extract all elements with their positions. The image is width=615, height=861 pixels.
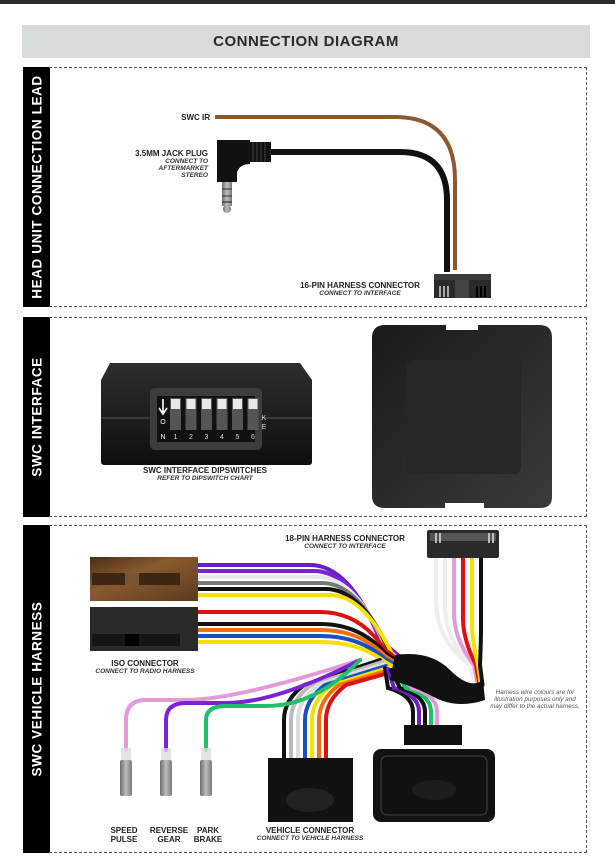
dip-switch-number: 1 xyxy=(174,434,178,441)
terminal-wire-3 xyxy=(204,658,362,752)
vehicle-plug-wire xyxy=(395,670,439,728)
dip-switch-knob xyxy=(248,399,258,409)
harness18-wire xyxy=(477,555,485,687)
iso-bottom-wire xyxy=(196,628,412,674)
section-tab: SWC INTERFACE xyxy=(23,317,50,517)
dip-switch-number: 3 xyxy=(205,434,209,441)
terminal-pin-icon xyxy=(200,760,212,796)
dip-key-label-k: K xyxy=(262,415,267,422)
dip-switch-6[interactable] xyxy=(247,398,259,430)
terminal-pin-icon xyxy=(120,760,132,796)
section-swc-interface: SWC INTERFACE xyxy=(23,317,587,517)
jack-cable xyxy=(268,149,450,272)
iso-connector-label: ISO CONNECTOR CONNECT TO RADIO HARNESS xyxy=(95,659,195,675)
section-frame xyxy=(49,317,587,517)
dip-switch-knob xyxy=(217,399,227,409)
dip-switch-number: 5 xyxy=(236,434,240,441)
vehicle-plug-wire xyxy=(389,668,427,728)
terminal-wire-1 xyxy=(124,658,362,752)
signal-terminals xyxy=(120,748,212,796)
dip-switch-knob xyxy=(233,399,242,409)
section-vehicle-harness: SWC VEHICLE HARNESS xyxy=(23,525,587,853)
vehicle-connector-label: VEHICLE CONNECTOR CONNECT TO VEHICLE HAR… xyxy=(256,826,364,842)
jack-plug-label: 3.5MM JACK PLUG CONNECT TO AFTERMARKET S… xyxy=(135,149,208,179)
dip-switch-5[interactable] xyxy=(232,398,243,430)
section-frame xyxy=(49,67,587,307)
vehicle-plug-icon xyxy=(373,725,495,822)
iso-connector-black-icon xyxy=(90,607,198,651)
interface-box-icon xyxy=(372,325,552,508)
harness16-connector-icon xyxy=(434,274,491,298)
iso-bottom-wire xyxy=(196,610,412,670)
iso-bottom-wire xyxy=(196,634,412,676)
section-tab: SWC VEHICLE HARNESS xyxy=(23,525,50,853)
dip-switch-knob xyxy=(202,399,211,409)
jack-plug-icon xyxy=(217,140,271,213)
diagram-header: CONNECTION DIAGRAM xyxy=(22,25,590,58)
iso-bottom-wire xyxy=(196,640,412,678)
on-arrow-icon xyxy=(158,399,168,416)
section-frame xyxy=(49,525,587,853)
terminal-wire-2 xyxy=(164,658,362,752)
dip-switch-3[interactable] xyxy=(201,398,212,430)
dip-key-label-e: E xyxy=(262,424,267,431)
harness18-label: 18-PIN HARNESS CONNECTOR CONNECT TO INTE… xyxy=(285,534,405,550)
vehicle-plug-wire xyxy=(386,667,421,728)
page-title: CONNECTION DIAGRAM xyxy=(213,33,399,50)
section-head-unit-lead: HEAD UNIT CONNECTION LEAD xyxy=(23,67,587,307)
dip-switch-4[interactable] xyxy=(216,398,228,430)
dip-switch-number: 2 xyxy=(189,434,193,441)
harness18-connector-icon xyxy=(427,530,499,558)
dip-switch-number: 4 xyxy=(220,434,224,441)
vehicle-plug-wire xyxy=(392,669,433,728)
dip-switch-2[interactable] xyxy=(185,398,197,430)
vehicle-connector-icon xyxy=(268,758,353,822)
dip-on-label-o: O xyxy=(160,419,166,426)
vehicle-harness-wires xyxy=(124,555,485,760)
terminal-sleeve xyxy=(161,748,171,760)
swc-ir-label: SWC IR xyxy=(181,113,210,122)
swc-ir-wire xyxy=(215,115,457,270)
vehicle-connector-wire xyxy=(317,668,392,760)
terminal-sleeve xyxy=(201,748,211,760)
terminal-pin-icon xyxy=(160,760,172,796)
dip-switch-knob xyxy=(171,399,180,409)
vehicle-connector-wire xyxy=(324,670,394,760)
iso-connector-brown-icon xyxy=(90,557,198,601)
dip-switch-number: 6 xyxy=(251,434,255,441)
vehicle-plug-wire xyxy=(383,666,415,728)
dipswitch-label: SWC INTERFACE DIPSWITCHES REFER TO DIPSW… xyxy=(142,466,267,482)
section-tab: HEAD UNIT CONNECTION LEAD xyxy=(23,67,50,307)
terminal-sleeve xyxy=(121,748,131,760)
vehicle-connector-wire xyxy=(303,664,388,760)
dip-switches: O N 1 2 3 4 5 6 KE xyxy=(158,398,267,441)
dip-switch-1[interactable] xyxy=(170,398,181,430)
harness-sleeve-icon xyxy=(390,654,485,704)
iso-bottom-wire xyxy=(196,622,412,672)
harness16-label: 16-PIN HARNESS CONNECTOR CONNECT TO INTE… xyxy=(300,281,420,297)
harness18-wire xyxy=(470,555,483,687)
page-top-border xyxy=(0,0,615,4)
dip-switch-knob xyxy=(186,399,196,409)
dip-on-label-n: N xyxy=(160,434,165,441)
